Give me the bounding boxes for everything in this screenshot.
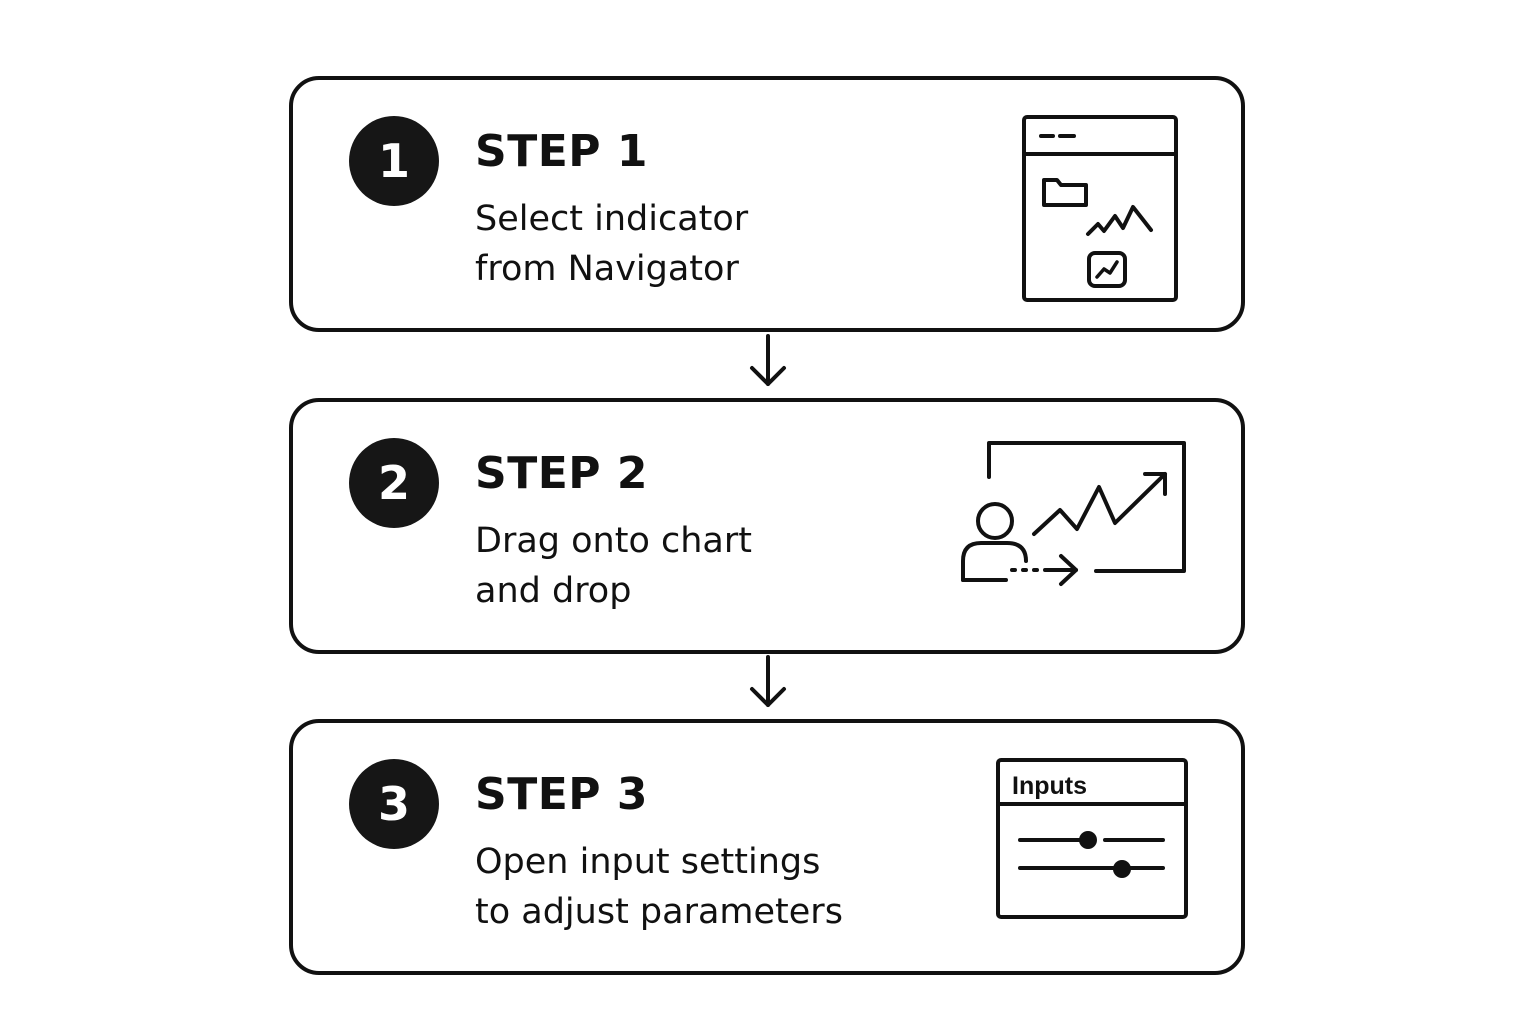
step-number-badge: 2 (349, 438, 439, 528)
step-number-badge: 1 (349, 116, 439, 206)
step-card-3: 3 STEP 3 Open input settings to adjust p… (289, 719, 1245, 975)
step-title: STEP 3 (475, 769, 648, 820)
step-card-2: 2 STEP 2 Drag onto chart and drop (289, 398, 1245, 654)
step-title: STEP 1 (475, 126, 648, 177)
step-description: Drag onto chart and drop (475, 516, 752, 616)
inputs-settings-icon: Inputs (996, 758, 1188, 919)
step-description-line: to adjust parameters (475, 892, 843, 932)
step-description: Open input settings to adjust parameters (475, 837, 843, 937)
step-number-badge: 3 (349, 759, 439, 849)
step-description-line: from Navigator (475, 249, 739, 289)
step-description-line: Select indicator (475, 199, 749, 239)
down-arrow-icon (750, 655, 786, 707)
step-card-1: 1 STEP 1 Select indicator from Navigator (289, 76, 1245, 332)
step-description-line: and drop (475, 571, 632, 611)
drag-to-chart-icon (961, 441, 1186, 586)
step-title: STEP 2 (475, 448, 648, 499)
step-description-line: Open input settings (475, 842, 821, 882)
step-description-line: Drag onto chart (475, 521, 752, 561)
down-arrow-icon (750, 334, 786, 386)
inputs-panel-title: Inputs (1012, 772, 1087, 800)
step-description: Select indicator from Navigator (475, 194, 748, 294)
navigator-window-icon (1022, 115, 1178, 302)
